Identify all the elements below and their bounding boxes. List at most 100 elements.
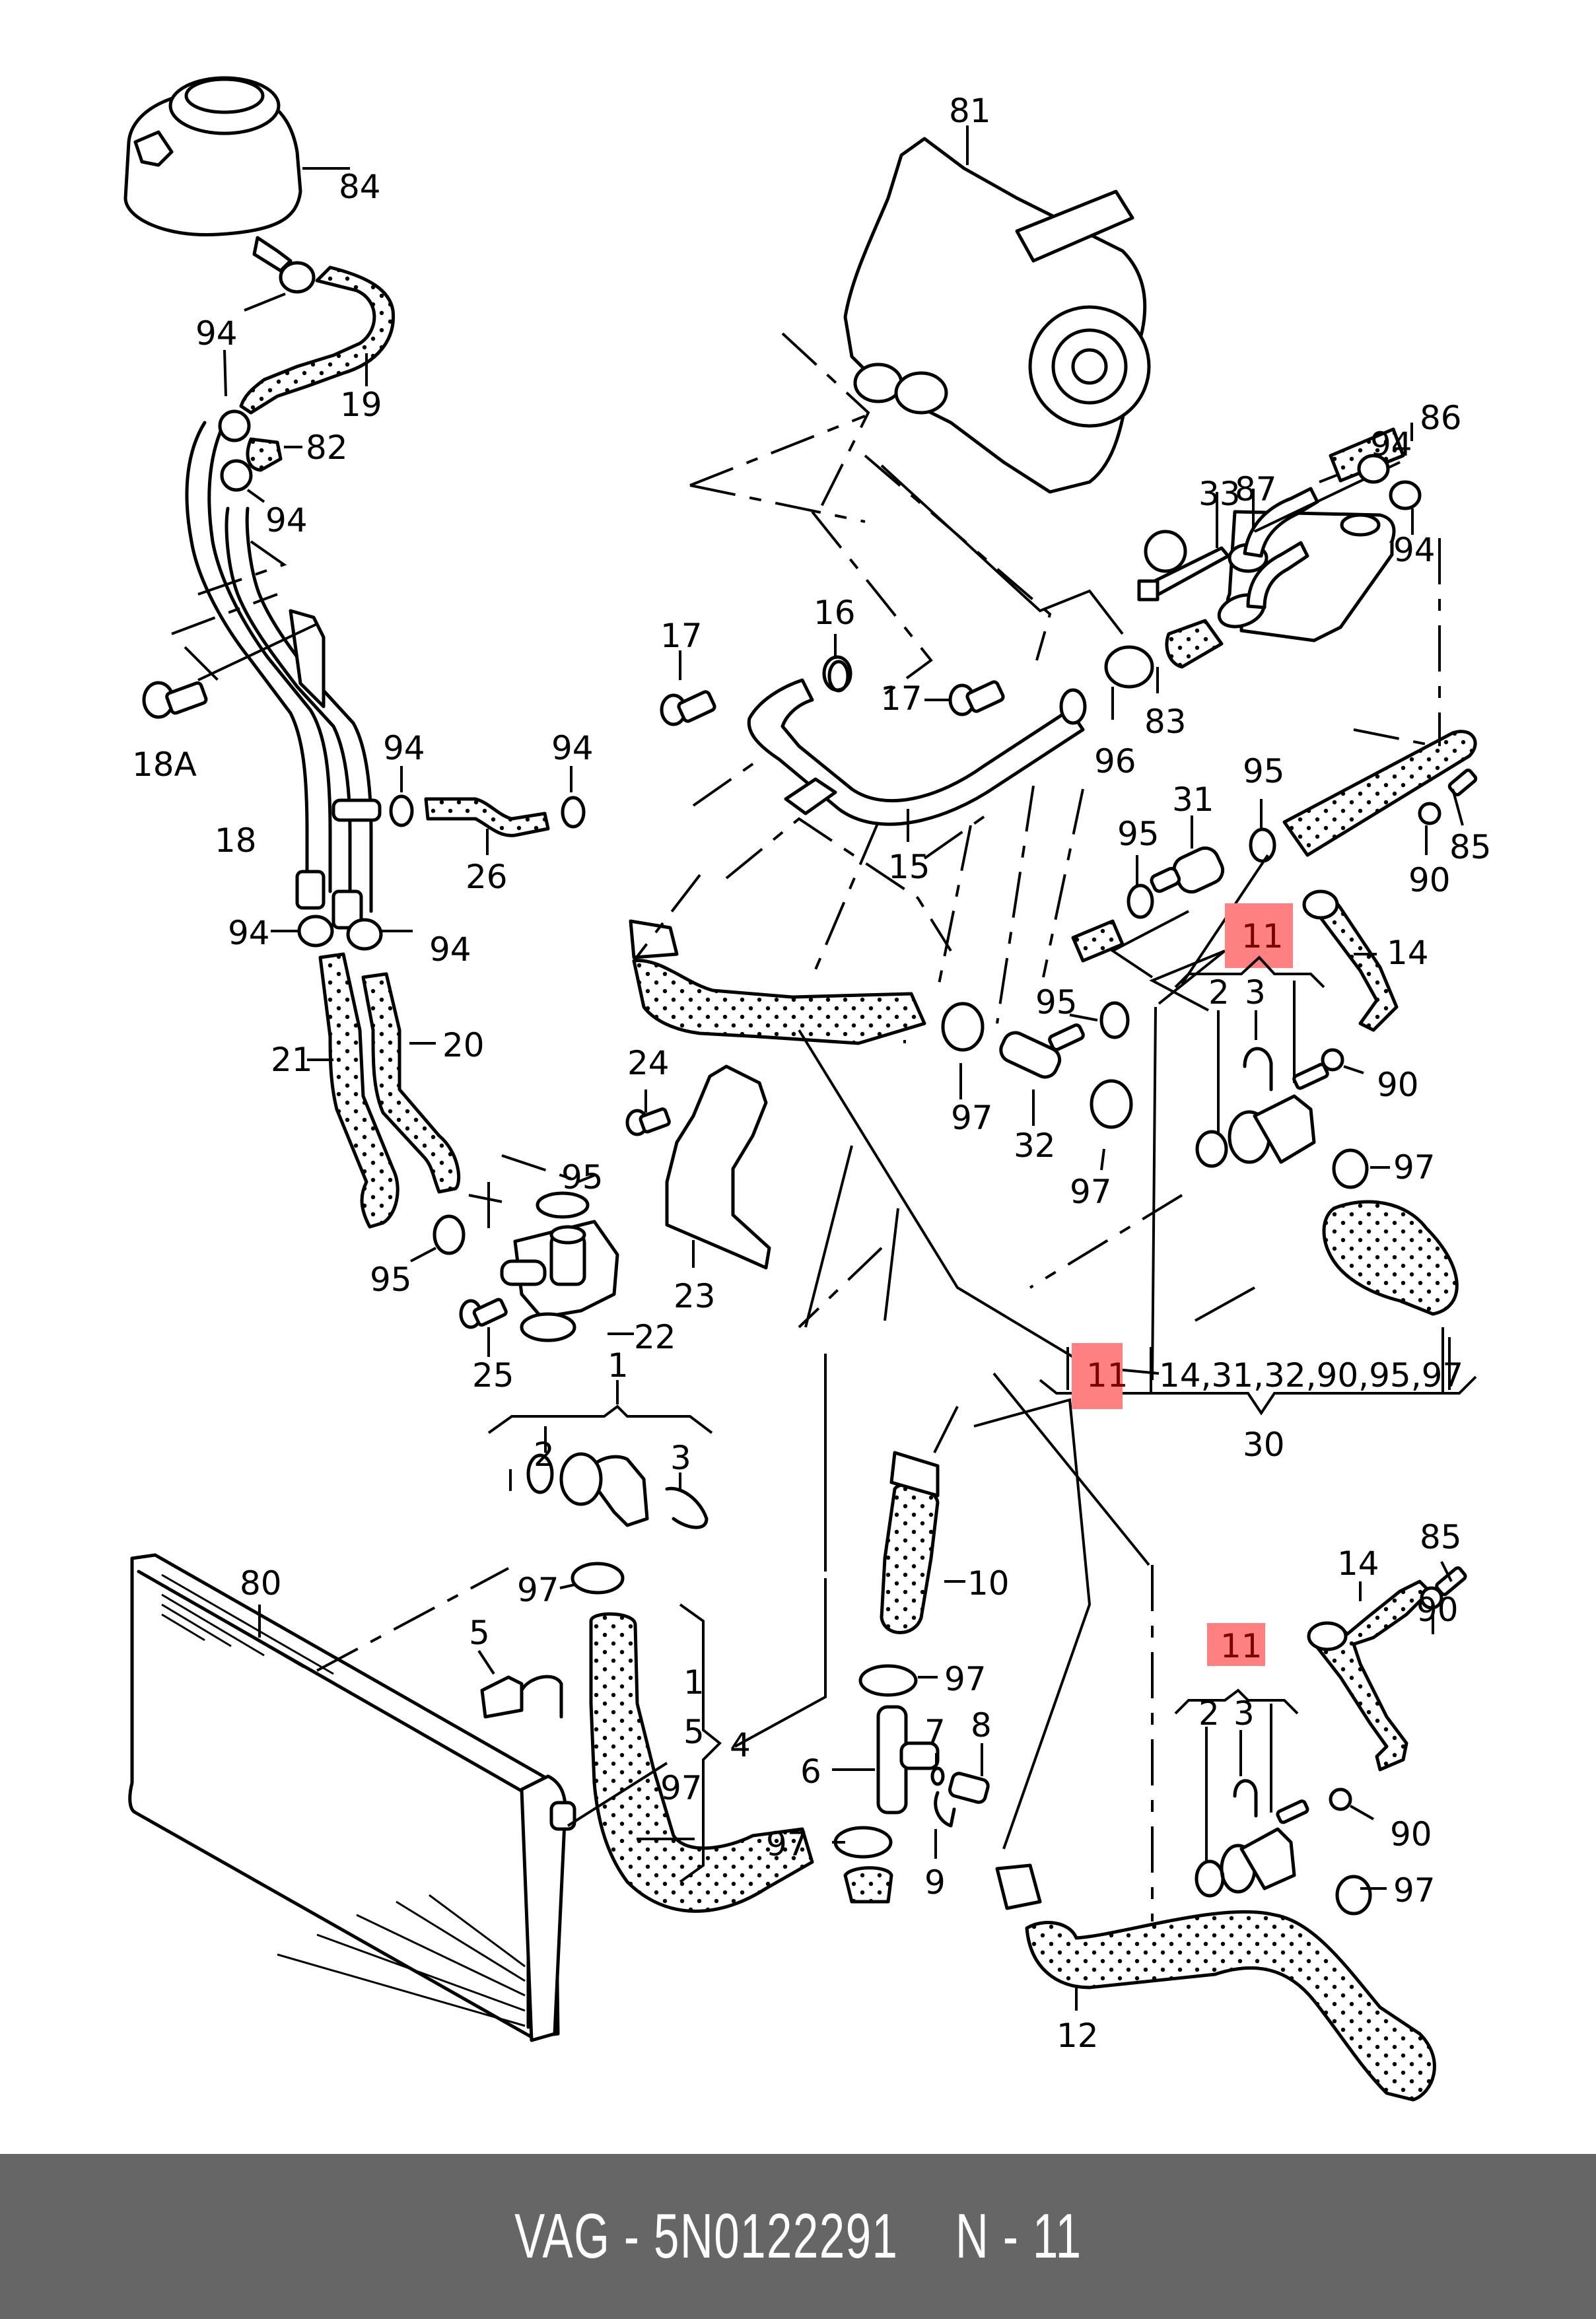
callout-12[interactable]: 12 bbox=[1057, 2017, 1099, 2055]
callout-20[interactable]: 20 bbox=[442, 1026, 485, 1064]
callout-3[interactable]: 3 bbox=[1245, 973, 1266, 1012]
callout-17[interactable]: 17 bbox=[660, 617, 703, 655]
callout-11-highlighted[interactable]: 11 bbox=[1241, 917, 1284, 955]
water-pump-housing[interactable] bbox=[843, 125, 1151, 494]
callout-16[interactable]: 16 bbox=[814, 594, 856, 632]
sensor-8[interactable] bbox=[948, 1743, 990, 1804]
callout-11-highlighted[interactable]: 11 bbox=[1086, 1356, 1128, 1395]
hose-82[interactable] bbox=[246, 437, 302, 472]
callout-15[interactable]: 15 bbox=[888, 848, 930, 886]
hose-long-upper-right[interactable] bbox=[1282, 730, 1477, 857]
hose-86[interactable] bbox=[1329, 423, 1413, 483]
callout-94[interactable]: 94 bbox=[551, 729, 594, 767]
callout-80[interactable]: 80 bbox=[240, 1564, 282, 1603]
hose-clamp-95-c32-top[interactable] bbox=[1069, 1001, 1130, 1039]
connector-85-upper[interactable] bbox=[1447, 769, 1478, 826]
callout-9[interactable]: 9 bbox=[924, 1863, 946, 1902]
radiator[interactable] bbox=[128, 1553, 576, 2042]
callout-6[interactable]: 6 bbox=[800, 1752, 821, 1791]
callout-86[interactable]: 86 bbox=[1420, 399, 1462, 437]
callout-10[interactable]: 10 bbox=[967, 1564, 1010, 1603]
callout-83[interactable]: 83 bbox=[1144, 703, 1187, 741]
coolant-pipe-15[interactable] bbox=[747, 660, 1087, 842]
hose-clamp-97-lower-left[interactable] bbox=[559, 1562, 625, 1595]
filter-31[interactable] bbox=[1150, 815, 1227, 896]
callout-82[interactable]: 82 bbox=[306, 429, 348, 467]
callout-31[interactable]: 31 bbox=[1172, 780, 1214, 819]
coolant-hose-main[interactable] bbox=[629, 919, 926, 1045]
hose-clamp-97-connector-lower[interactable] bbox=[1335, 1875, 1387, 1916]
callout-97[interactable]: 97 bbox=[660, 1769, 703, 1807]
callout-4[interactable]: 4 bbox=[730, 1726, 751, 1764]
callout-5[interactable]: 5 bbox=[469, 1614, 490, 1652]
callout-90[interactable]: 90 bbox=[1390, 1815, 1432, 1853]
callout-95[interactable]: 95 bbox=[561, 1158, 604, 1196]
hose-clamp-94-hose26-right[interactable] bbox=[561, 766, 586, 829]
hose-clamp-94-hose21[interactable] bbox=[271, 915, 334, 948]
hose-clamp-94-hose20[interactable] bbox=[346, 918, 413, 951]
o-ring-2-lower[interactable] bbox=[509, 1453, 554, 1494]
callout-19[interactable]: 19 bbox=[340, 386, 382, 424]
hose-clamp-94-left-lower[interactable] bbox=[220, 459, 265, 503]
callout-95[interactable]: 95 bbox=[1243, 752, 1285, 790]
callout-90[interactable]: 90 bbox=[1408, 861, 1451, 899]
callout-94[interactable]: 94 bbox=[195, 314, 238, 353]
callout-21[interactable]: 21 bbox=[271, 1041, 313, 1079]
hose-clamp-94-cooler-top[interactable] bbox=[1357, 454, 1390, 484]
bolt-25[interactable] bbox=[459, 1298, 508, 1357]
callout-85[interactable]: 85 bbox=[1449, 828, 1492, 866]
cable-tie-33[interactable] bbox=[1137, 492, 1230, 602]
hose-83[interactable] bbox=[1156, 619, 1224, 693]
hose-20[interactable] bbox=[361, 972, 461, 1194]
connector-11-upper[interactable] bbox=[1195, 981, 1329, 1168]
callout-7[interactable]: 7 bbox=[924, 1713, 946, 1751]
callout-25[interactable]: 25 bbox=[472, 1356, 514, 1395]
callout-81[interactable]: 81 bbox=[949, 92, 991, 130]
hose-clamp-90-lower[interactable] bbox=[1329, 1787, 1374, 1820]
callout-95[interactable]: 95 bbox=[370, 1261, 412, 1299]
hose-clamp-94-cooler-bottom[interactable] bbox=[1389, 480, 1422, 535]
callout-1[interactable]: 1 bbox=[607, 1346, 629, 1385]
hose-clamp-97-connector-upper[interactable] bbox=[1332, 1148, 1390, 1189]
callout-97[interactable]: 97 bbox=[1070, 1173, 1112, 1211]
bolt-17-left[interactable] bbox=[660, 650, 716, 726]
o-ring-7[interactable] bbox=[930, 1753, 945, 1786]
bolt-24[interactable] bbox=[625, 1090, 671, 1136]
hose-small-filter-left[interactable] bbox=[1071, 919, 1125, 963]
hose-4[interactable] bbox=[589, 1612, 814, 1913]
hose-clamp-97-hose10[interactable] bbox=[858, 1664, 938, 1697]
callout-33[interactable]: 33 bbox=[1198, 475, 1241, 513]
callout-94[interactable]: 94 bbox=[228, 914, 270, 952]
hose-14-lower[interactable] bbox=[1307, 1579, 1432, 1772]
bolt-17-right[interactable] bbox=[924, 680, 1005, 716]
callout-97[interactable]: 97 bbox=[766, 1825, 808, 1863]
clip-9[interactable] bbox=[934, 1791, 956, 1859]
callout-95[interactable]: 95 bbox=[1117, 815, 1160, 853]
callout-97[interactable]: 97 bbox=[944, 1660, 987, 1698]
hose-clamp-97-c32-left[interactable] bbox=[941, 1002, 985, 1099]
callout-94[interactable]: 94 bbox=[265, 501, 308, 539]
callout-17[interactable]: 17 bbox=[880, 679, 922, 718]
flange-1[interactable] bbox=[544, 1426, 649, 1527]
callout-18[interactable]: 18 bbox=[215, 821, 257, 860]
callout-26[interactable]: 26 bbox=[466, 858, 508, 896]
callout-5[interactable]: 5 bbox=[683, 1713, 705, 1751]
callout-90[interactable]: 90 bbox=[1377, 1066, 1419, 1104]
hose-14-upper[interactable] bbox=[1302, 889, 1399, 1032]
callout-97[interactable]: 97 bbox=[517, 1571, 559, 1609]
callout-85[interactable]: 85 bbox=[1420, 1518, 1462, 1556]
callout-3[interactable]: 3 bbox=[670, 1439, 691, 1477]
callout-3[interactable]: 3 bbox=[1233, 1694, 1255, 1733]
callout-95[interactable]: 95 bbox=[1035, 983, 1078, 1021]
hose-clamp-94-hose26-left[interactable] bbox=[389, 766, 414, 827]
oil-cooler[interactable] bbox=[1215, 454, 1401, 642]
hose-stub-t-piece[interactable] bbox=[843, 1866, 893, 1904]
hose-clamp-94-left-upper[interactable] bbox=[218, 349, 251, 442]
callout-96[interactable]: 96 bbox=[1094, 742, 1136, 780]
callout-11-highlighted[interactable]: 11 bbox=[1220, 1627, 1263, 1665]
callout-90[interactable]: 90 bbox=[1416, 1591, 1459, 1629]
callout-30[interactable]: 30 bbox=[1243, 1426, 1285, 1464]
hose-clamp-90-lower-top[interactable] bbox=[1420, 1586, 1443, 1634]
callout-18a[interactable]: 18A bbox=[132, 745, 197, 784]
callout-2[interactable]: 2 bbox=[1198, 1694, 1220, 1733]
